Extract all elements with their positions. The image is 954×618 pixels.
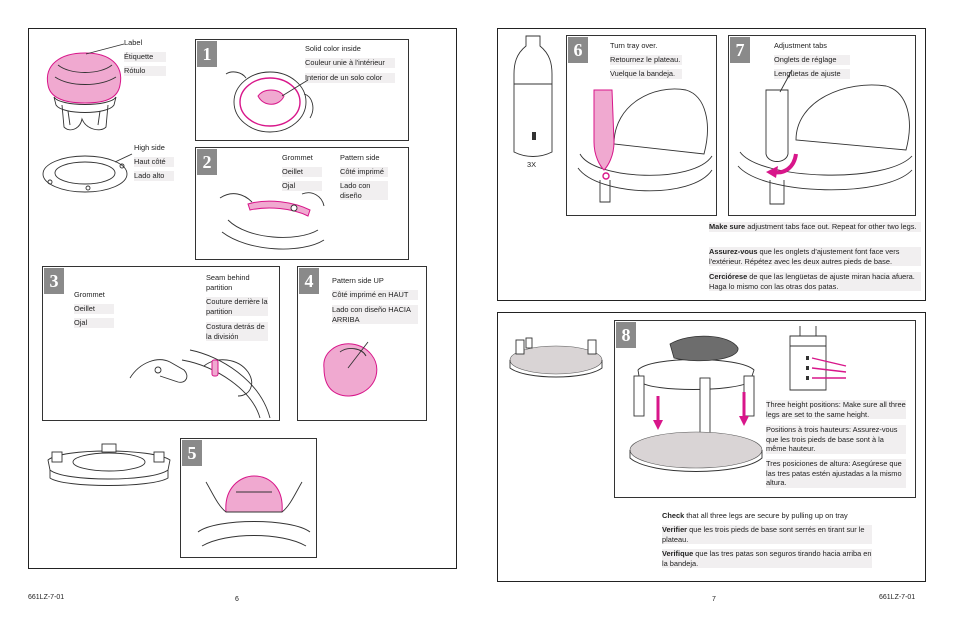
right-footer-code: 661LZ-7-01 — [879, 594, 916, 601]
step-7-illustration — [737, 69, 913, 205]
inverted-tray-illustration — [509, 337, 603, 378]
step-6-number: 6 — [568, 37, 591, 66]
hat-label-fr: Étiquette — [124, 52, 166, 62]
step-2-panel — [195, 147, 409, 260]
step-2-right-es: Lado con diseño — [340, 181, 388, 200]
step-8-line-en: Three height positions: Make sure all th… — [766, 400, 906, 419]
note7-fr: Assurez-vous que les onglets d'ajustemen… — [709, 247, 921, 266]
step-4-line-fr: Côté imprimé en HAUT — [332, 290, 418, 300]
step-1-panel — [195, 39, 409, 141]
note8-es: Verifique que las tres patas son seguros… — [662, 549, 872, 568]
step-1-leader — [281, 79, 309, 97]
tray-label-fr: Haut côté — [134, 157, 174, 167]
hat-label-leader — [85, 43, 125, 55]
step-6-illustration — [577, 88, 713, 203]
step-5-illustration — [197, 475, 311, 547]
hat-label-en: Label — [124, 38, 143, 47]
step-2-left-en: Grommet — [282, 153, 313, 162]
step-4-illustration — [323, 341, 378, 397]
left-page-number: 6 — [235, 596, 239, 603]
step-6-line-es: Vuelque la bandeja. — [610, 69, 682, 79]
note7-es: Cerciórese de que las lengüetas de ajust… — [709, 272, 921, 291]
right-page-number: 7 — [712, 596, 716, 603]
step-5-panel — [180, 438, 317, 558]
bottle-qty-label: 3X — [527, 160, 537, 169]
step-6-line-en: Turn tray over. — [610, 41, 658, 50]
seat-pad-illustration — [46, 52, 122, 131]
step-3-right-fr: Couture derrière la partition — [206, 297, 268, 316]
step-3-right-es: Costura detrás de la división — [206, 322, 268, 341]
step-1-line-es: Interior de un solo color — [305, 73, 395, 83]
step-7-line-en: Adjustment tabs — [774, 41, 827, 50]
step-3-panel — [42, 266, 280, 421]
step-7-number: 7 — [730, 37, 753, 66]
step-8-illustration — [629, 335, 763, 472]
note7-en: Make sure adjustment tabs face out. Repe… — [709, 222, 921, 232]
step-7-line-es: Lengüetas de ajuste — [774, 69, 850, 79]
leg-bottle-illustration — [513, 35, 553, 157]
step-3-left-fr: Oeillet — [74, 304, 114, 314]
right-upper-frame — [497, 28, 926, 301]
step-8-line-es: Tres posiciones de altura: Asegúrese que… — [766, 459, 906, 488]
step-3-right-en: Seam behind partition — [206, 273, 250, 292]
left-page-frame — [28, 28, 457, 569]
step-6-line-fr: Retournez le plateau. — [610, 55, 682, 65]
step-2-right-fr: Côté imprimé — [340, 167, 388, 177]
tray-label-es: Lado alto — [134, 171, 174, 181]
right-lower-frame — [497, 312, 926, 582]
step-8-line-fr: Positions à trois hauteurs: Assurez-vous… — [766, 425, 906, 454]
note8-fr: Verifier que les trois pieds de base son… — [662, 525, 872, 544]
step-1-number: 1 — [197, 41, 220, 70]
step-2-left-es: Ojal — [282, 181, 322, 191]
step-4-line-en: Pattern side UP — [332, 276, 384, 285]
step-8-height-detail — [789, 326, 847, 391]
hat-label-es: Rótulo — [124, 66, 166, 76]
step-4-line-es: Lado con diseño HACIA ARRIBA — [332, 305, 418, 324]
note8-en: Check that all three legs are secure by … — [662, 511, 848, 520]
tray-label-en: High side — [134, 143, 165, 152]
step-1-line-en: Solid color inside — [305, 44, 361, 53]
step-7-line-fr: Onglets de réglage — [774, 55, 850, 65]
step-1-line-fr: Couleur unie à l'intérieur — [305, 58, 395, 68]
step-2-right-en: Pattern side — [340, 153, 380, 162]
tray-base-illustration — [47, 443, 171, 486]
left-footer-code: 661LZ-7-01 — [28, 594, 65, 601]
step-4-number: 4 — [299, 268, 322, 297]
step-8-number: 8 — [616, 322, 639, 351]
step-3-left-es: Ojal — [74, 318, 114, 328]
step-2-left-fr: Oeillet — [282, 167, 322, 177]
step-5-number: 5 — [182, 440, 205, 469]
step-2-illustration — [219, 192, 325, 250]
step-2-number: 2 — [197, 149, 220, 178]
tray-high-side-illustration — [42, 153, 133, 193]
step-3-left-en: Grommet — [74, 290, 105, 299]
step-3-illustration — [129, 349, 271, 419]
step-3-number: 3 — [44, 268, 67, 297]
step-1-illustration — [225, 71, 314, 133]
